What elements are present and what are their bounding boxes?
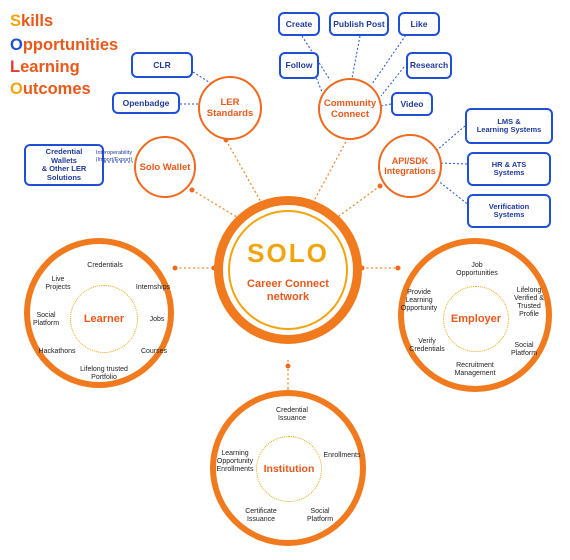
title-word: utcomes — [22, 80, 91, 98]
credential-wallets-box[interactable]: Credential Wallets & Other LER Solutions — [24, 144, 104, 186]
institution-credential-issuance: Credential Issuance — [276, 407, 308, 422]
career-connect-label: Career Connect network — [247, 278, 329, 303]
title-line-skills: Skills — [10, 12, 53, 31]
openbadge-box[interactable]: Openbadge — [112, 92, 180, 114]
like-box[interactable]: Like — [398, 12, 440, 36]
employer-provide-learning: Provide Learning Opportunity — [400, 289, 438, 312]
institution-enrollments: Enrollments — [323, 452, 361, 459]
hr-ats-box[interactable]: HR & ATS Systems — [467, 152, 551, 186]
publish-post-box[interactable]: Publish Post — [329, 12, 389, 36]
learner-courses: Courses — [140, 348, 168, 355]
learner-jobs: Jobs — [149, 316, 165, 323]
institution-core: Institution — [256, 436, 322, 502]
employer-recruitment: Recruitment Management — [454, 362, 496, 377]
api-sdk-node[interactable]: API/SDK Integrations — [378, 134, 442, 198]
title-word: kills — [21, 12, 54, 30]
learner-internships: Internships — [135, 284, 171, 291]
verification-box[interactable]: Verification Systems — [467, 194, 551, 228]
create-box[interactable]: Create — [278, 12, 320, 36]
title-line-opportunities: Opportunities — [10, 36, 118, 55]
institution-certificate-issuance: Certificate Issuance — [245, 508, 277, 523]
learner-credentials: Credentials — [87, 262, 123, 269]
title-word: earning — [20, 58, 80, 76]
title-initial: L — [10, 58, 21, 76]
interoperability-label: Interoperability (Import/Export) — [95, 150, 133, 163]
title-line-learning: Learning — [10, 58, 80, 77]
learner-social-platform: Social Platform — [32, 312, 60, 327]
employer-lifelong-profile: Lifelong Verified & Trusted Profile — [514, 287, 544, 318]
title-line-outcomes: Outcomes — [10, 80, 91, 99]
title-word: pportunities — [22, 36, 119, 54]
employer-core: Employer — [443, 286, 509, 352]
clr-box[interactable]: CLR — [131, 52, 193, 78]
solo-wallet-node[interactable]: Solo Wallet — [134, 136, 196, 198]
learner-live-projects: Live Projects — [45, 276, 71, 291]
solo-logo: SOLO — [247, 238, 329, 268]
research-box[interactable]: Research — [406, 52, 452, 79]
employer-social-platform: Social Platform — [510, 342, 538, 357]
title-initial: O — [10, 36, 23, 54]
title-initial: S — [10, 12, 22, 30]
learner-portfolio: Lifelong trusted Portfolio — [80, 366, 128, 381]
learner-core: Learner — [70, 285, 138, 353]
employer-verify-credentials: Verify Credentials — [409, 338, 445, 353]
ler-standards-node[interactable]: LER Standards — [198, 76, 262, 140]
video-box[interactable]: Video — [391, 92, 433, 116]
employer-job-opportunities: Job Opportunities — [456, 262, 498, 277]
center-inner-ring — [228, 210, 348, 330]
follow-box[interactable]: Follow — [279, 52, 319, 79]
lms-box[interactable]: LMS & Learning Systems — [465, 108, 553, 144]
community-connect-node[interactable]: Community Connect — [318, 78, 382, 140]
institution-social-platform: Social Platform — [306, 508, 334, 523]
title-initial: O — [10, 80, 23, 98]
learner-hackathons: Hackathons — [38, 348, 76, 355]
institution-learning-enrollments: Learning Opportunity Enrollments — [216, 450, 254, 473]
